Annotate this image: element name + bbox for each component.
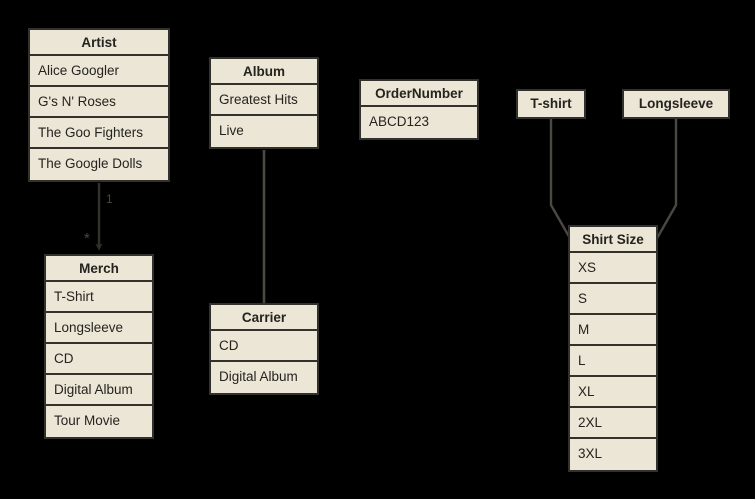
entity-ordernumber[interactable]: OrderNumber ABCD123 xyxy=(359,79,479,140)
entity-merch-row[interactable]: Longsleeve xyxy=(46,313,152,344)
entity-shirtsize-row[interactable]: XS xyxy=(570,253,656,284)
edge-tshirt-to-shirtsize xyxy=(549,119,573,241)
entity-shirtsize-row[interactable]: M xyxy=(570,315,656,346)
entity-ordernumber-title: OrderNumber xyxy=(361,81,477,107)
entity-artist-title: Artist xyxy=(30,30,168,56)
entity-tshirt[interactable]: T-shirt xyxy=(516,89,586,119)
entity-artist-row[interactable]: Alice Googler xyxy=(30,56,168,87)
entity-shirtsize-row[interactable]: S xyxy=(570,284,656,315)
entity-merch-row[interactable]: T-Shirt xyxy=(46,282,152,313)
entity-shirtsize-title: Shirt Size xyxy=(570,227,656,253)
entity-carrier-row[interactable]: CD xyxy=(211,331,317,362)
edge-longsleeve-to-shirtsize xyxy=(654,119,678,241)
entity-merch[interactable]: Merch T-Shirt Longsleeve CD Digital Albu… xyxy=(44,254,154,439)
entity-longsleeve[interactable]: Longsleeve xyxy=(622,89,730,119)
edge-label-artist-multiplicity: 1 xyxy=(106,192,113,206)
entity-tshirt-title: T-shirt xyxy=(518,91,584,117)
entity-shirtsize-row[interactable]: 3XL xyxy=(570,439,656,470)
entity-artist[interactable]: Artist Alice Googler G's N' Roses The Go… xyxy=(28,28,170,182)
entity-shirtsize-row[interactable]: XL xyxy=(570,377,656,408)
entity-shirtsize-row[interactable]: 2XL xyxy=(570,408,656,439)
edge-label-merch-multiplicity: * xyxy=(84,230,90,247)
entity-carrier-title: Carrier xyxy=(211,305,317,331)
entity-artist-row[interactable]: The Google Dolls xyxy=(30,149,168,180)
entity-merch-title: Merch xyxy=(46,256,152,282)
entity-album[interactable]: Album Greatest Hits Live xyxy=(209,57,319,149)
entity-merch-row[interactable]: Digital Album xyxy=(46,375,152,406)
entity-carrier[interactable]: Carrier CD Digital Album xyxy=(209,303,319,395)
entity-artist-row[interactable]: G's N' Roses xyxy=(30,87,168,118)
entity-artist-row[interactable]: The Goo Fighters xyxy=(30,118,168,149)
entity-shirtsize-row[interactable]: L xyxy=(570,346,656,377)
entity-carrier-row[interactable]: Digital Album xyxy=(211,362,317,393)
entity-merch-row[interactable]: Tour Movie xyxy=(46,406,152,437)
entity-album-row[interactable]: Live xyxy=(211,116,317,147)
entity-album-title: Album xyxy=(211,59,317,85)
entity-shirtsize[interactable]: Shirt Size XS S M L XL 2XL 3XL xyxy=(568,225,658,472)
entity-ordernumber-row[interactable]: ABCD123 xyxy=(361,107,477,138)
entity-longsleeve-title: Longsleeve xyxy=(624,91,728,117)
entity-merch-row[interactable]: CD xyxy=(46,344,152,375)
entity-album-row[interactable]: Greatest Hits xyxy=(211,85,317,116)
